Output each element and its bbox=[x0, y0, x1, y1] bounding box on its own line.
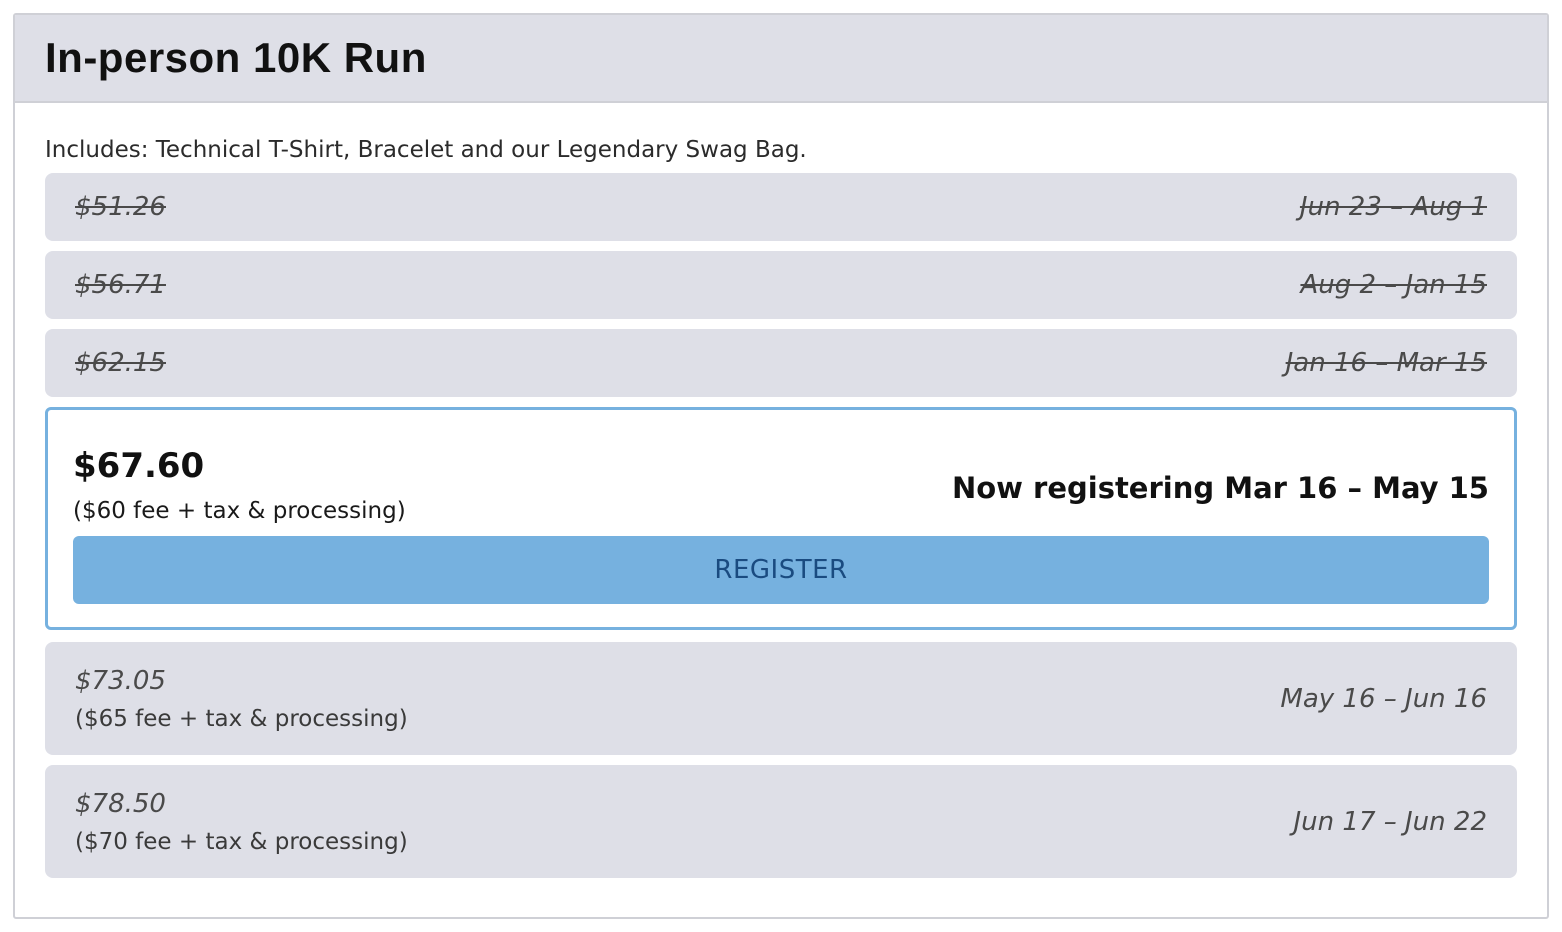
pricing-card: In-person 10K Run Includes: Technical T-… bbox=[13, 13, 1549, 919]
includes-text: Includes: Technical T-Shirt, Bracelet an… bbox=[45, 137, 807, 163]
tier-fee: ($70 fee + tax & processing) bbox=[75, 828, 408, 855]
price-tier-current: $67.60 ($60 fee + tax & processing) Now … bbox=[45, 407, 1517, 630]
tier-dates: May 16 – Jun 16 bbox=[1280, 683, 1487, 714]
tier-dates: Aug 2 – Jan 15 bbox=[1300, 270, 1487, 300]
price-tier-past: $62.15 Jan 16 – Mar 15 bbox=[45, 329, 1517, 397]
registration-status: Now registering Mar 16 – May 15 bbox=[951, 471, 1489, 505]
tier-price: $56.71 bbox=[75, 270, 166, 300]
tier-left: $73.05 ($65 fee + tax & processing) bbox=[75, 666, 408, 732]
tier-dates: Jun 23 – Aug 1 bbox=[1299, 192, 1487, 222]
price-tier-past: $56.71 Aug 2 – Jan 15 bbox=[45, 251, 1517, 319]
event-title: In-person 10K Run bbox=[45, 34, 427, 81]
card-header: In-person 10K Run bbox=[15, 15, 1547, 103]
current-tier-left: $67.60 ($60 fee + tax & processing) bbox=[73, 446, 406, 524]
current-fee: ($60 fee + tax & processing) bbox=[73, 498, 406, 524]
price-tier-future: $78.50 ($70 fee + tax & processing) Jun … bbox=[45, 765, 1517, 878]
tier-dates: Jan 16 – Mar 15 bbox=[1285, 348, 1487, 378]
tier-price: $73.05 bbox=[75, 665, 166, 696]
tier-dates: Jun 17 – Jun 22 bbox=[1293, 806, 1487, 837]
price-tier-future: $73.05 ($65 fee + tax & processing) May … bbox=[45, 642, 1517, 755]
tier-price: $62.15 bbox=[75, 348, 166, 378]
current-tier-info: $67.60 ($60 fee + tax & processing) Now … bbox=[73, 434, 1489, 536]
register-button[interactable]: REGISTER bbox=[73, 536, 1489, 604]
card-body: Includes: Technical T-Shirt, Bracelet an… bbox=[15, 103, 1547, 878]
tier-price: $78.50 bbox=[75, 788, 166, 819]
tier-price: $51.26 bbox=[75, 192, 166, 222]
tier-left: $78.50 ($70 fee + tax & processing) bbox=[75, 789, 408, 855]
price-tier-past: $51.26 Jun 23 – Aug 1 bbox=[45, 173, 1517, 241]
tier-fee: ($65 fee + tax & processing) bbox=[75, 705, 408, 732]
current-price: $67.60 bbox=[73, 446, 205, 486]
